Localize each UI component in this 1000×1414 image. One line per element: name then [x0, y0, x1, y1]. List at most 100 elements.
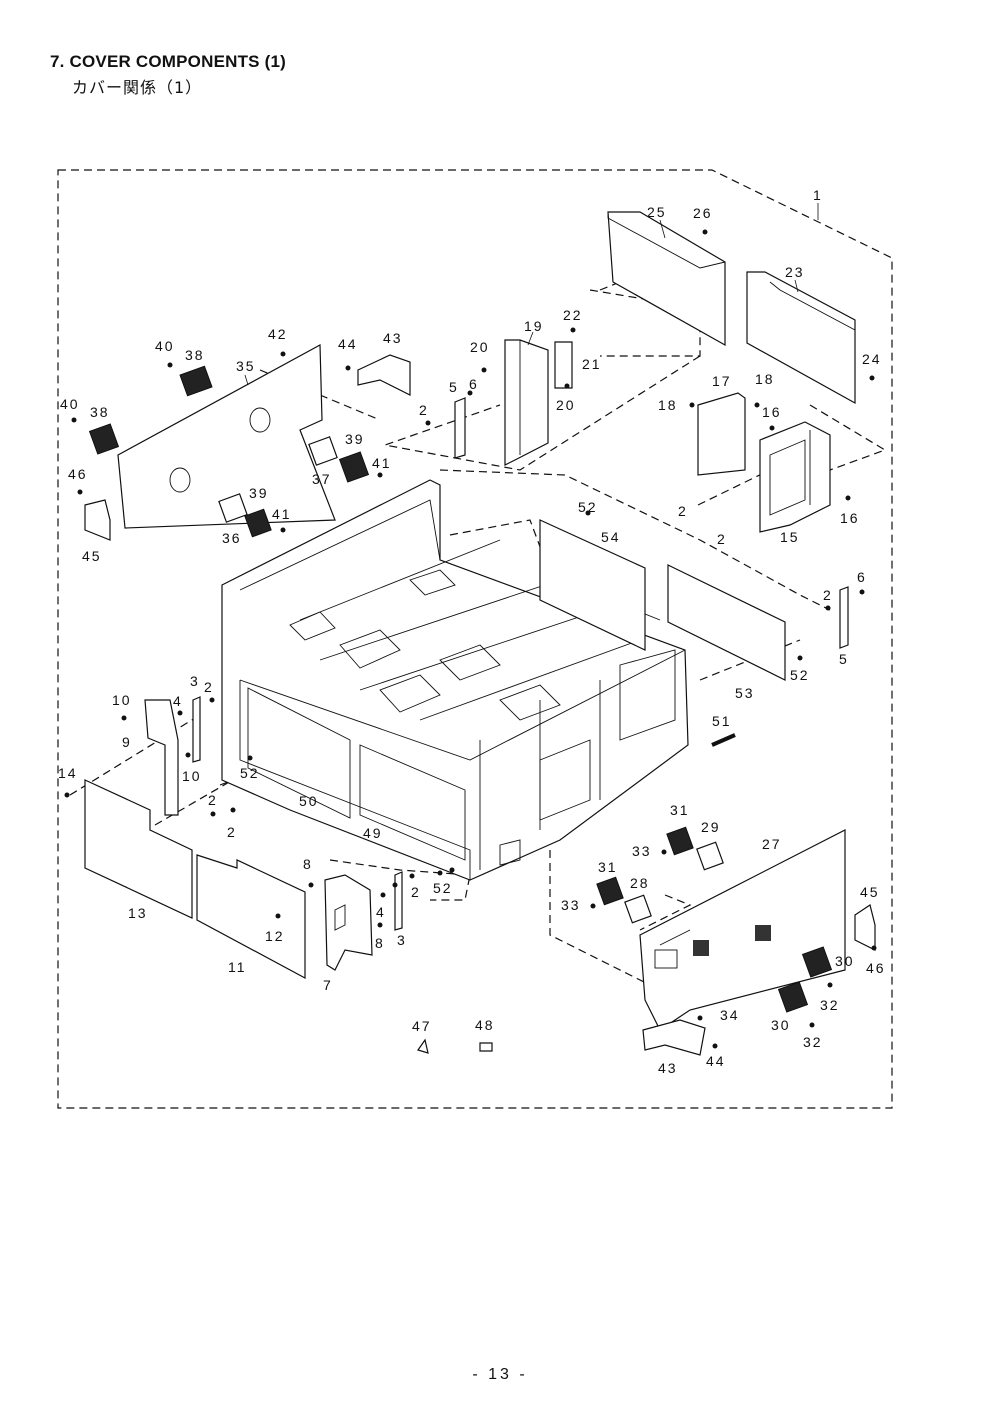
- callout-11: 11: [228, 959, 247, 975]
- bracket-45-left: [77, 489, 111, 541]
- callout-46b: 46: [866, 960, 886, 976]
- callout-6a: 6: [469, 376, 479, 392]
- rear-cover-27: [639, 829, 846, 1031]
- callout-38a: 38: [185, 347, 205, 363]
- bracket-43-bottom: [642, 1019, 718, 1056]
- bracket-9: [121, 699, 191, 816]
- machine-frame: [221, 479, 689, 881]
- callout-47: 47: [412, 1018, 432, 1034]
- callout-43b: 43: [658, 1060, 678, 1076]
- callout-31b: 31: [598, 859, 618, 875]
- stay-3-front: [394, 871, 415, 931]
- callout-14: 14: [58, 765, 78, 781]
- callout-17: 17: [712, 373, 732, 389]
- rear-cover-35: [117, 344, 336, 529]
- callout-52a: 52: [578, 499, 598, 515]
- callout-13: 13: [128, 905, 148, 921]
- bracket-43-top: [345, 354, 411, 396]
- section-title: 7. COVER COMPONENTS (1): [50, 52, 287, 71]
- callout-54: 54: [601, 529, 621, 545]
- callout-8b: 8: [375, 935, 385, 951]
- callout-39b: 39: [249, 485, 269, 501]
- cover-15: [759, 421, 851, 533]
- callout-7: 7: [323, 977, 333, 993]
- screws-misc: [64, 755, 455, 888]
- callout-38b: 38: [90, 404, 110, 420]
- callout-9: 9: [122, 734, 132, 750]
- callout-24: 24: [862, 351, 882, 367]
- stay-3-left: [192, 696, 215, 763]
- callout-labels: 1 25 26 23 24 22 19 21 20 20 17 18 18 16…: [58, 187, 886, 1076]
- callout-2b: 2: [678, 503, 688, 519]
- callout-6b: 6: [857, 569, 867, 585]
- callout-10b: 10: [182, 768, 202, 784]
- callout-28: 28: [630, 875, 650, 891]
- callout-2d: 2: [823, 587, 833, 603]
- callout-2e: 2: [204, 679, 214, 695]
- callout-43a: 43: [383, 330, 403, 346]
- callout-2c: 2: [717, 531, 727, 547]
- callout-41b: 41: [272, 506, 292, 522]
- callout-2f: 2: [208, 792, 218, 808]
- callout-52b: 52: [790, 667, 810, 683]
- callout-26: 26: [693, 205, 713, 221]
- callout-16a: 16: [762, 404, 782, 420]
- callout-2a: 2: [419, 402, 429, 418]
- callout-2h: 2: [411, 884, 421, 900]
- callout-41a: 41: [372, 455, 392, 471]
- callout-34: 34: [720, 1007, 740, 1023]
- front-cover-13: [84, 779, 193, 919]
- fan-filters-right: [590, 826, 833, 1028]
- callout-31a: 31: [670, 802, 690, 818]
- callout-32a: 32: [820, 997, 840, 1013]
- callout-52c: 52: [240, 765, 260, 781]
- side-cover-53: [667, 564, 803, 681]
- callout-4b: 4: [376, 904, 386, 920]
- callout-1: 1: [813, 187, 823, 203]
- callout-16b: 16: [840, 510, 860, 526]
- callout-20a: 20: [470, 339, 490, 355]
- callout-35: 35: [236, 358, 256, 374]
- strip-51: [711, 733, 736, 747]
- stay-5-center: [425, 390, 473, 459]
- callout-44b: 44: [706, 1053, 726, 1069]
- callout-10a: 10: [112, 692, 132, 708]
- callout-51: 51: [712, 713, 732, 729]
- stay-5-right: [825, 586, 865, 649]
- callout-33b: 33: [561, 897, 581, 913]
- callout-30a: 30: [835, 953, 855, 969]
- callout-19: 19: [524, 318, 544, 334]
- callout-48: 48: [475, 1017, 495, 1033]
- front-cover-11: [196, 854, 306, 980]
- section-subtitle-japanese: カバー関係（1）: [72, 78, 203, 97]
- callout-23: 23: [785, 264, 805, 280]
- callout-27: 27: [762, 836, 782, 852]
- callout-20b: 20: [556, 397, 576, 413]
- callout-18a: 18: [755, 371, 775, 387]
- callout-15: 15: [780, 529, 800, 545]
- callout-44a: 44: [338, 336, 358, 352]
- callout-45b: 45: [860, 884, 880, 900]
- callout-8a: 8: [303, 856, 313, 872]
- callout-39a: 39: [345, 431, 365, 447]
- cover-panel-25: [607, 211, 726, 347]
- callout-53: 53: [735, 685, 755, 701]
- callout-21: 21: [582, 356, 602, 372]
- callout-25: 25: [647, 204, 667, 220]
- callout-33a: 33: [632, 843, 652, 859]
- cover-panel-23: [746, 271, 875, 405]
- callout-4a: 4: [173, 693, 183, 709]
- callout-52d: 52: [433, 880, 453, 896]
- small-parts-47-48: [417, 1038, 493, 1054]
- callout-22: 22: [563, 307, 583, 323]
- callout-37: 37: [312, 471, 332, 487]
- callout-40a: 40: [155, 338, 175, 354]
- callout-40b: 40: [60, 396, 80, 412]
- assembly-boundary: [57, 169, 893, 1109]
- callout-3b: 3: [397, 932, 407, 948]
- callout-5a: 5: [449, 379, 459, 395]
- callout-5b: 5: [839, 651, 849, 667]
- callout-46a: 46: [68, 466, 88, 482]
- callout-29: 29: [701, 819, 721, 835]
